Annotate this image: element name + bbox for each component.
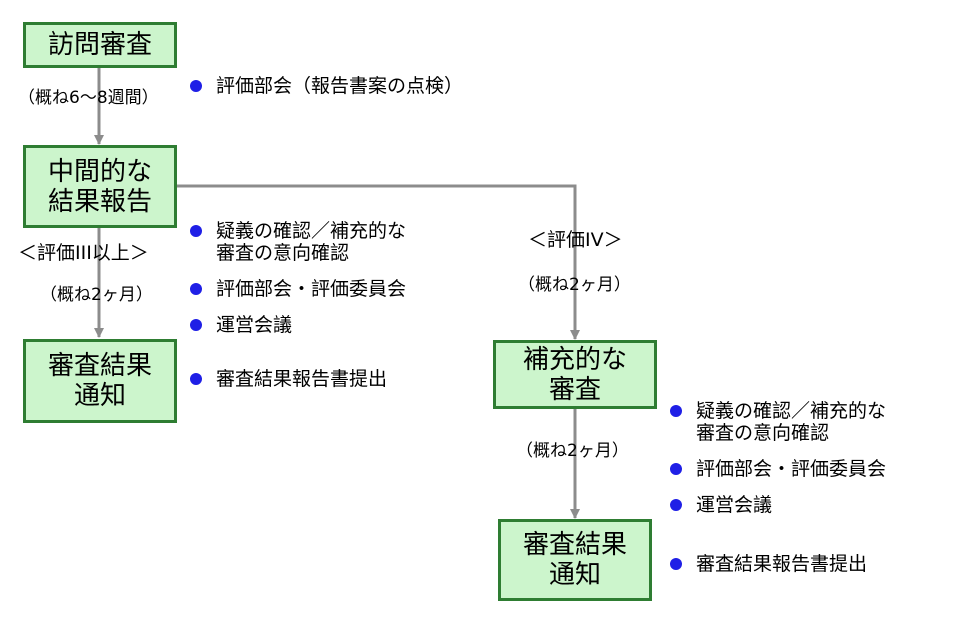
box-visit-review: 訪問審査 [23, 22, 177, 68]
bullet-item: 運営会議 [190, 314, 406, 336]
label-months-2-left: （概ね2ヶ月） [40, 285, 153, 305]
bullet-text: 運営会議 [696, 494, 773, 516]
label-months-2-right-lower: （概ね2ヶ月） [516, 441, 629, 461]
box-visit-review-text: 訪問審査 [47, 30, 152, 60]
bullet-dot-icon [190, 373, 202, 385]
bullet-item: 審査結果報告書提出 [670, 553, 867, 575]
bullets-left-process: 疑義の確認／補充的な 審査の意向確認 評価部会・評価委員会 運営会議 [190, 220, 406, 350]
bullet-item: 運営会議 [670, 494, 886, 516]
label-months-2-right-upper: （概ね2ヶ月） [518, 275, 631, 295]
bullet-item: 疑義の確認／補充的な 審査の意向確認 [190, 220, 406, 264]
bullet-dot-icon [670, 463, 682, 475]
box-interim-report: 中間的な 結果報告 [23, 145, 177, 228]
bullet-text: 評価部会・評価委員会 [696, 458, 887, 480]
bullet-dot-icon [670, 405, 682, 417]
bullet-text: 疑義の確認／補充的な 審査の意向確認 [696, 400, 887, 444]
arrow-interim-to-supplementary [177, 184, 580, 340]
box-result-notice-right: 審査結果 通知 [498, 519, 652, 601]
box-result-notice-left-text: 審査結果 通知 [47, 351, 152, 411]
bullet-item: 評価部会・評価委員会 [190, 278, 406, 300]
label-weeks-6-8: （概ね6～8週間） [18, 88, 159, 108]
bullet-dot-icon [190, 283, 202, 295]
bullet-item: 審査結果報告書提出 [190, 368, 387, 390]
box-result-notice-right-text: 審査結果 通知 [522, 530, 627, 590]
bullet-item: 評価部会（報告書案の点検） [190, 75, 463, 97]
bullet-dot-icon [670, 558, 682, 570]
bullets-right-process: 疑義の確認／補充的な 審査の意向確認 評価部会・評価委員会 運営会議 [670, 400, 886, 530]
bullet-item: 疑義の確認／補充的な 審査の意向確認 [670, 400, 886, 444]
bullet-dot-icon [190, 225, 202, 237]
bullet-dot-icon [670, 499, 682, 511]
box-supplementary-review-text: 補充的な 審査 [522, 344, 627, 405]
bullet-text: 審査結果報告書提出 [696, 553, 868, 575]
bullet-text: 評価部会（報告書案の点検） [216, 75, 464, 97]
bullets-left-result: 審査結果報告書提出 [190, 368, 387, 404]
label-rating-3-up: ＜評価III以上＞ [18, 242, 149, 264]
bullet-dot-icon [190, 80, 202, 92]
box-result-notice-left: 審査結果 通知 [23, 339, 177, 423]
bullet-text: 評価部会・評価委員会 [216, 278, 407, 300]
bullet-item: 評価部会・評価委員会 [670, 458, 886, 480]
bullet-text: 審査結果報告書提出 [216, 368, 388, 390]
bullet-dot-icon [190, 319, 202, 331]
bullet-text: 疑義の確認／補充的な 審査の意向確認 [216, 220, 407, 264]
box-interim-report-text: 中間的な 結果報告 [47, 156, 152, 217]
box-supplementary-review: 補充的な 審査 [493, 340, 657, 409]
bullet-text: 運営会議 [216, 314, 293, 336]
bullets-right-result: 審査結果報告書提出 [670, 553, 867, 589]
label-rating-4: ＜評価IV＞ [528, 229, 623, 251]
bullets-visit: 評価部会（報告書案の点検） [190, 75, 463, 111]
